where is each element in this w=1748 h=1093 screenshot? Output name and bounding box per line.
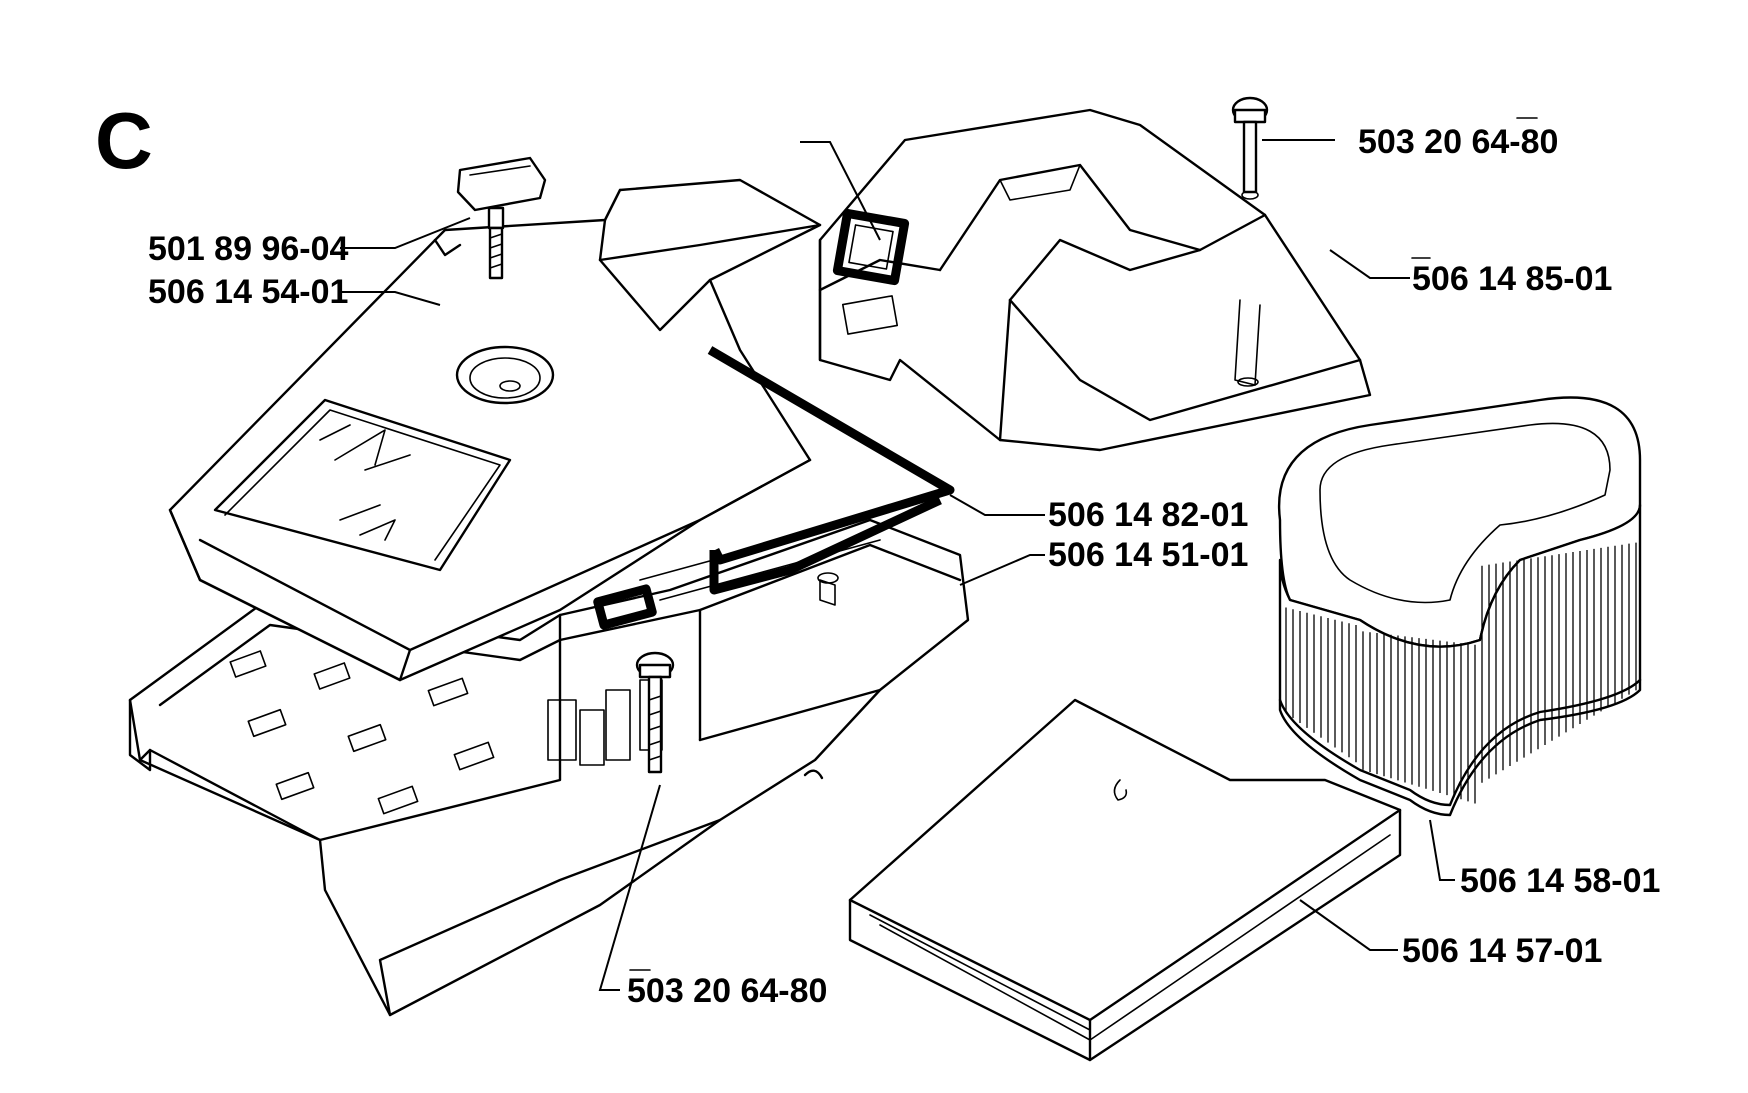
screw-top-part (1231, 96, 1269, 194)
label-overlines (629, 117, 1538, 971)
label-screw-bottom: 503 20 64-80 (627, 972, 827, 1010)
label-gasket: 506 14 82-01 (1048, 496, 1248, 534)
leader-filter-cover (1329, 249, 1410, 279)
housing-slots (229, 650, 495, 815)
section-letter: C (95, 96, 153, 185)
oil-cap-part (456, 156, 547, 280)
air-filter-part (1277, 396, 1642, 817)
label-filter-cover: 506 14 85-01 (1412, 260, 1612, 298)
leader-gasket (949, 494, 1045, 516)
leader-screw-bottom (598, 784, 661, 991)
label-oil-cap: 501 89 96-04 (148, 230, 348, 268)
top-cover-part (168, 178, 822, 682)
label-pre-filter: 506 14 57-01 (1402, 932, 1602, 970)
label-top-cover: 506 14 54-01 (148, 273, 348, 311)
pre-filter-part (848, 698, 1402, 1062)
gasket-part (707, 346, 955, 565)
leader-pre-filter (1299, 899, 1398, 951)
leader-lines (340, 139, 1455, 991)
screw-bottom-part (635, 651, 675, 774)
filter-pleats (1285, 542, 1637, 804)
filter-cover-part (818, 108, 1372, 452)
part-labels: 501 89 96-04 506 14 54-01 503 20 64-80 5… (148, 123, 1660, 1010)
label-air-filter: 506 14 58-01 (1460, 862, 1660, 900)
leader-air-filter (1429, 819, 1455, 881)
leader-filter-housing (959, 554, 1045, 586)
leader-port-gasket (800, 141, 881, 241)
label-filter-housing: 506 14 51-01 (1048, 536, 1248, 574)
leader-top-cover (340, 291, 441, 306)
leader-oil-cap (340, 217, 471, 249)
label-screw-top: 503 20 64-80 (1358, 123, 1558, 161)
